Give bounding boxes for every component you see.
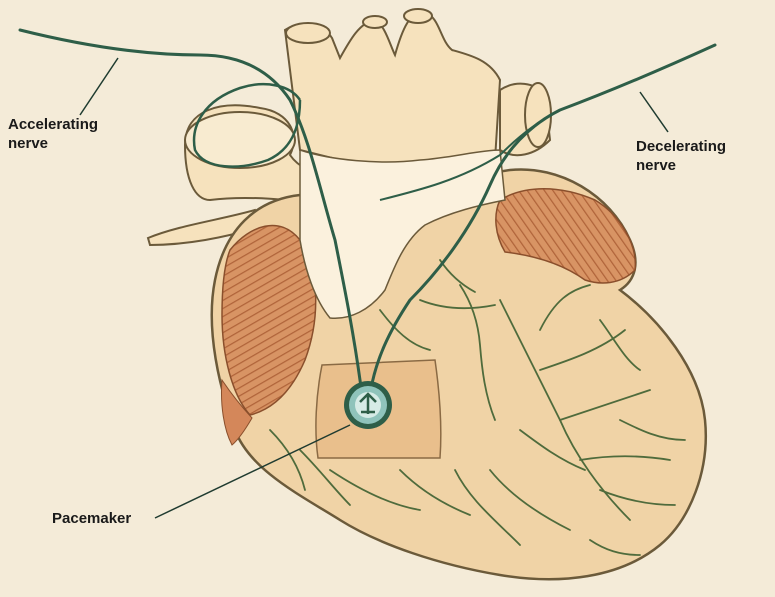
pacemaker-label-text: Pacemaker (52, 509, 131, 528)
accelerating-nerve-label-line2: nerve (8, 134, 98, 153)
accelerating-nerve-label-line1: Accelerating (8, 115, 98, 134)
pacemaker-node (344, 381, 392, 429)
decelerating-nerve-label: Decelerating nerve (636, 137, 726, 175)
decelerating-nerve-label-line1: Decelerating (636, 137, 726, 156)
great-vessels (285, 9, 500, 170)
accelerating-nerve-label: Accelerating nerve (8, 115, 98, 153)
decelerating-nerve-label-line2: nerve (636, 156, 726, 175)
pacemaker-label: Pacemaker (52, 509, 131, 528)
